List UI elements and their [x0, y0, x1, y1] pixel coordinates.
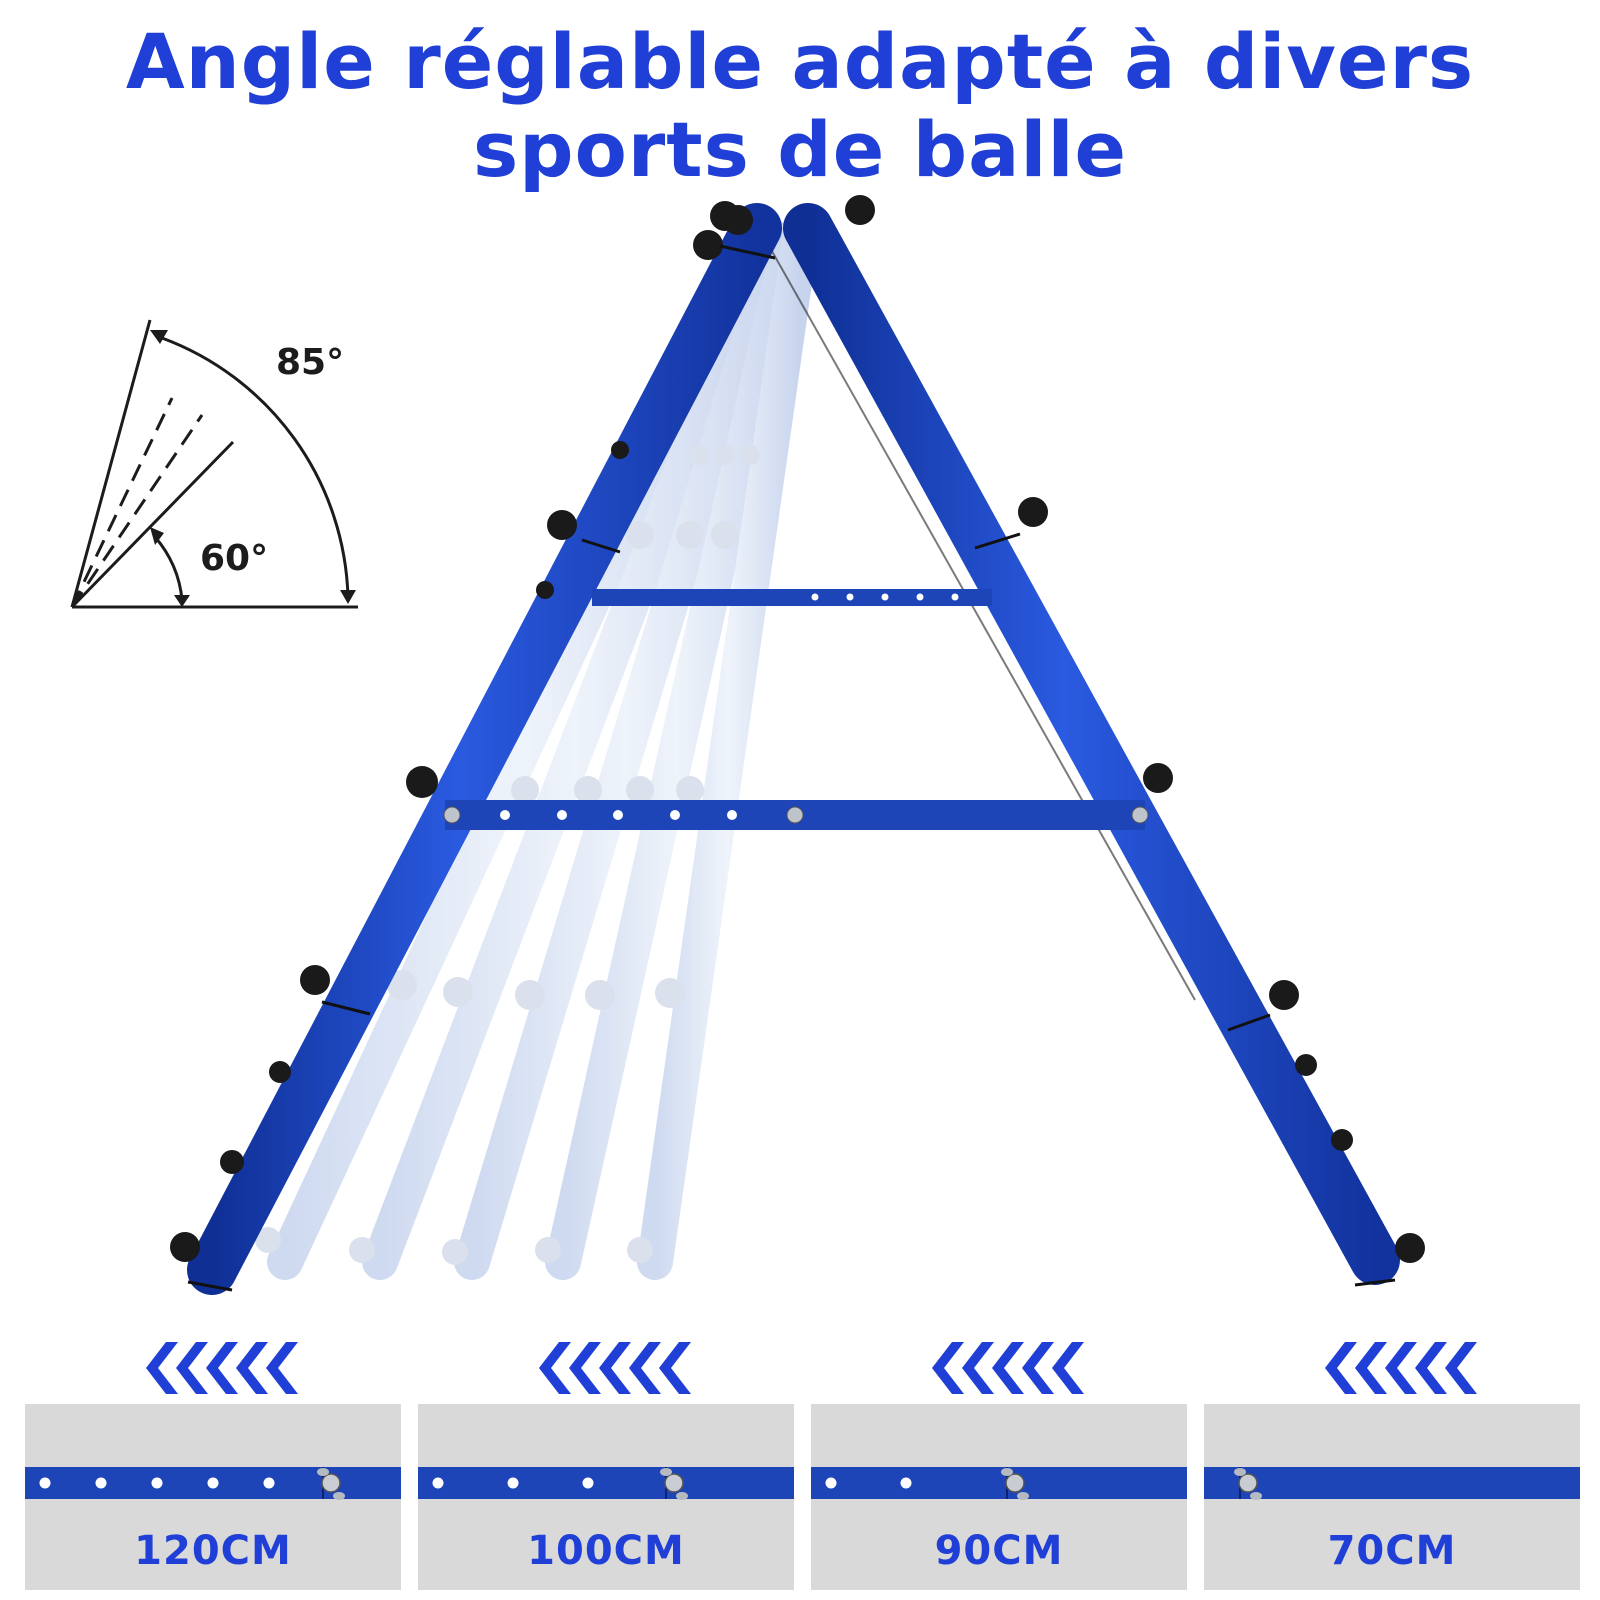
wing-nut-icon	[1005, 1473, 1025, 1493]
max-angle-label: 85°	[276, 342, 345, 383]
bar-hole	[825, 1477, 837, 1489]
wing-nut-icon	[321, 1473, 341, 1493]
bar-length-option: 120CM	[25, 1404, 401, 1590]
bar-length-option: 100CM	[418, 1404, 794, 1590]
page-title: Angle réglable adapté à divers sports de…	[0, 18, 1600, 194]
bar-hole	[151, 1477, 163, 1489]
upper-crossbar	[592, 589, 992, 606]
bar-hole	[207, 1477, 219, 1489]
title-line-1: Angle réglable adapté à divers	[125, 17, 1475, 106]
bar-hole	[263, 1477, 275, 1489]
bar-length-label: 120CM	[134, 1528, 292, 1574]
bar-hole	[432, 1477, 444, 1489]
title-line-2: sports de balle	[472, 105, 1128, 194]
wing-nut-icon	[443, 806, 1149, 824]
wing-nut-icon	[1238, 1473, 1258, 1493]
bar-length-label: 90CM	[934, 1528, 1064, 1574]
right-leg	[783, 203, 1400, 1285]
chevron-left-icon	[1317, 1340, 1477, 1396]
bar-length-label: 70CM	[1327, 1528, 1457, 1574]
chevron-left-icon	[924, 1340, 1084, 1396]
bar-length-option: 70CM	[1204, 1404, 1580, 1590]
left-leg	[187, 203, 782, 1295]
angle-diagram	[70, 319, 358, 609]
bar-length-label: 100CM	[527, 1528, 685, 1574]
min-angle-label: 60°	[200, 538, 269, 579]
ghost-legs	[255, 222, 818, 1280]
knobs	[170, 195, 1425, 1263]
bar-length-option: 90CM	[811, 1404, 1187, 1590]
wing-nut-icon	[664, 1473, 684, 1493]
chevron-left-icon	[531, 1340, 691, 1396]
chevron-left-icon	[138, 1340, 298, 1396]
bar-hole	[507, 1477, 519, 1489]
bar-hole	[582, 1477, 594, 1489]
bar-hole	[39, 1477, 51, 1489]
bar-hole	[900, 1477, 912, 1489]
bar-hole	[95, 1477, 107, 1489]
